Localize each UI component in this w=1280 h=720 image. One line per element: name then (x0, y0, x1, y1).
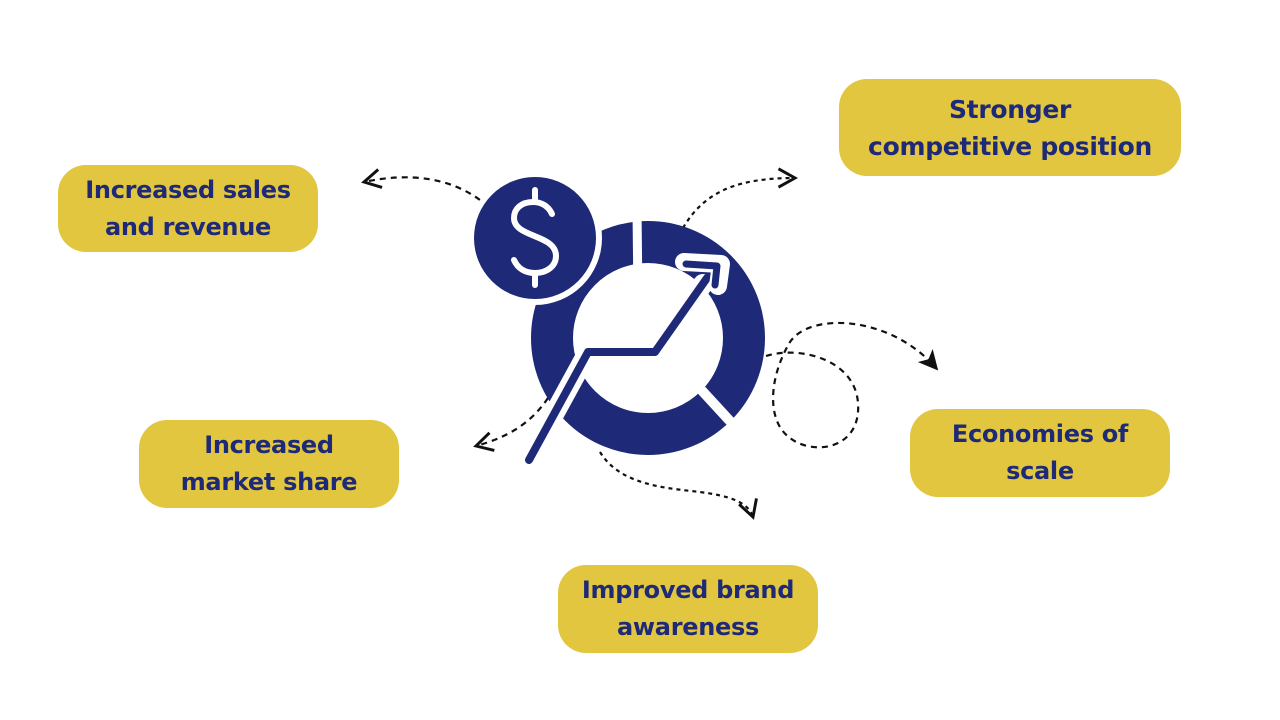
benefit-brand-awareness: Improved brand awareness (558, 565, 818, 653)
dollar-coin-icon (468, 171, 602, 305)
benefit-brand-label: Improved brand awareness (581, 576, 795, 641)
donut-chart-growth-icon (519, 209, 765, 470)
arrow-to-scale (765, 321, 939, 449)
benefit-sales-label: Increased sales and revenue (85, 175, 291, 241)
arrow-to-brand (599, 451, 758, 520)
benefit-competitive-label: Stronger competitive position (868, 94, 1152, 161)
benefit-scale-label: Economies of scale (951, 420, 1129, 485)
arrow-to-sales (361, 168, 481, 201)
arrow-to-market (473, 397, 549, 452)
benefit-market-label: Increased market share (180, 431, 358, 496)
benefit-competitive-position: Stronger competitive position (839, 79, 1181, 176)
benefit-sales-revenue: Increased sales and revenue (58, 165, 318, 252)
benefit-market-share: Increased market share (139, 420, 399, 508)
arrow-to-competitive (682, 167, 799, 229)
benefit-economies-of-scale: Economies of scale (910, 409, 1170, 497)
